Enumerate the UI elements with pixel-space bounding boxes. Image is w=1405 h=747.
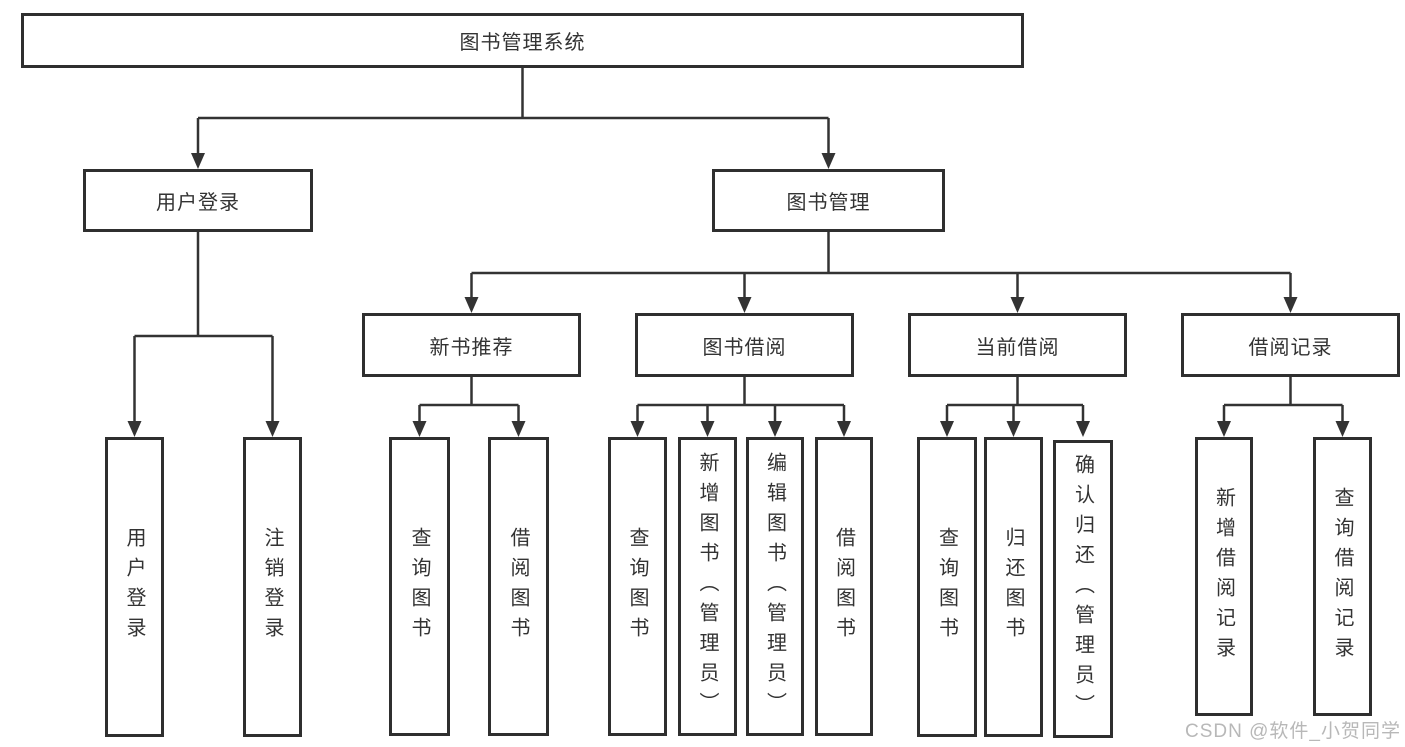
leaf-borrow-add-books-admin-label: 新增图书（管理员） — [696, 451, 718, 722]
leaf-records-add-record-label: 新增借阅记录 — [1212, 486, 1235, 667]
leaf-current-confirm-return-admin: 确认归还（管理员） — [1053, 440, 1113, 738]
node-user-login: 用户登录 — [83, 169, 313, 232]
leaf-user-login-label: 用户登录 — [123, 527, 145, 647]
leaf-newbook-borrow-books-label: 借阅图书 — [507, 526, 529, 647]
leaf-current-return-books-label: 归还图书 — [1002, 527, 1024, 647]
node-borrow-records: 借阅记录 — [1181, 313, 1400, 377]
leaf-current-query-books: 查询图书 — [917, 437, 977, 737]
watermark: CSDN @软件_小贺同学 — [1185, 721, 1401, 742]
leaf-newbook-borrow-books: 借阅图书 — [488, 437, 549, 736]
leaf-current-query-books-label: 查询图书 — [935, 527, 958, 647]
leaf-borrow-borrow-books-label: 借阅图书 — [832, 526, 855, 647]
leaf-records-query-record-label: 查询借阅记录 — [1331, 486, 1353, 667]
leaf-user-login: 用户登录 — [105, 437, 164, 737]
leaf-records-query-record: 查询借阅记录 — [1313, 437, 1372, 716]
leaf-borrow-borrow-books: 借阅图书 — [815, 437, 873, 736]
leaf-current-return-books: 归还图书 — [984, 437, 1043, 737]
leaf-borrow-edit-books-admin-label: 编辑图书（管理员） — [763, 451, 786, 722]
leaf-borrow-edit-books-admin: 编辑图书（管理员） — [746, 437, 804, 736]
node-current-borrow: 当前借阅 — [908, 313, 1127, 377]
leaf-logout-login-label: 注销登录 — [261, 527, 283, 647]
leaf-borrow-query-books-label: 查询图书 — [626, 526, 648, 647]
node-book-management: 图书管理 — [712, 169, 945, 232]
leaf-newbook-query-books-label: 查询图书 — [408, 526, 430, 647]
node-new-book-recommend: 新书推荐 — [362, 313, 581, 377]
leaf-current-confirm-return-admin-label: 确认归还（管理员） — [1071, 454, 1094, 724]
leaf-records-add-record: 新增借阅记录 — [1195, 437, 1253, 716]
node-book-borrow: 图书借阅 — [635, 313, 854, 377]
leaf-borrow-add-books-admin: 新增图书（管理员） — [678, 437, 737, 736]
leaf-borrow-query-books: 查询图书 — [608, 437, 667, 736]
leaf-newbook-query-books: 查询图书 — [389, 437, 450, 736]
node-root: 图书管理系统 — [21, 13, 1024, 68]
leaf-logout-login: 注销登录 — [243, 437, 302, 737]
